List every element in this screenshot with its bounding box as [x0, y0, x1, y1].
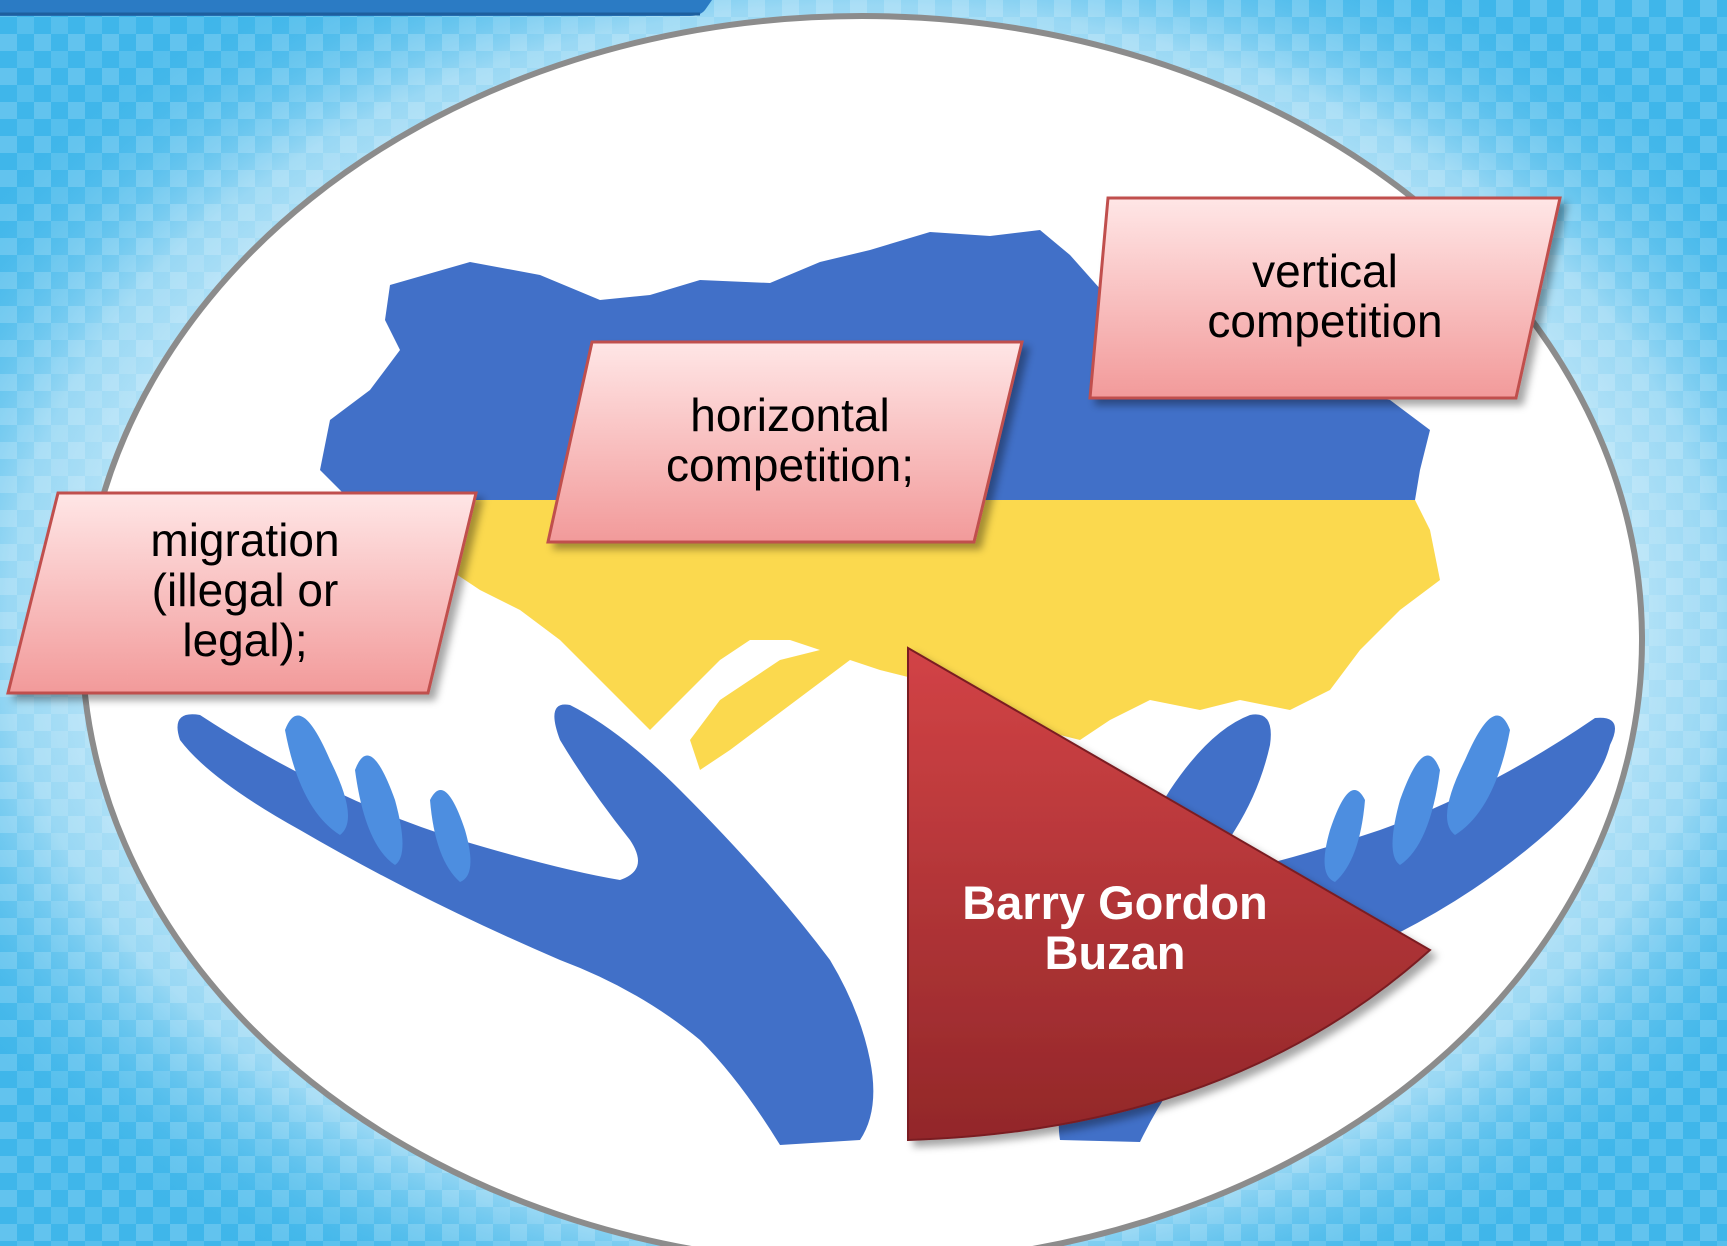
author-triangle [907, 646, 1432, 1142]
box-horizontal-competition [546, 340, 1024, 544]
top-bar [0, 0, 712, 16]
left-hand [177, 704, 874, 1145]
map-yellow-part [440, 500, 1440, 770]
water-drops-icon [285, 715, 1510, 882]
box-vertical-competition [1088, 196, 1562, 400]
box-migration [6, 491, 478, 695]
